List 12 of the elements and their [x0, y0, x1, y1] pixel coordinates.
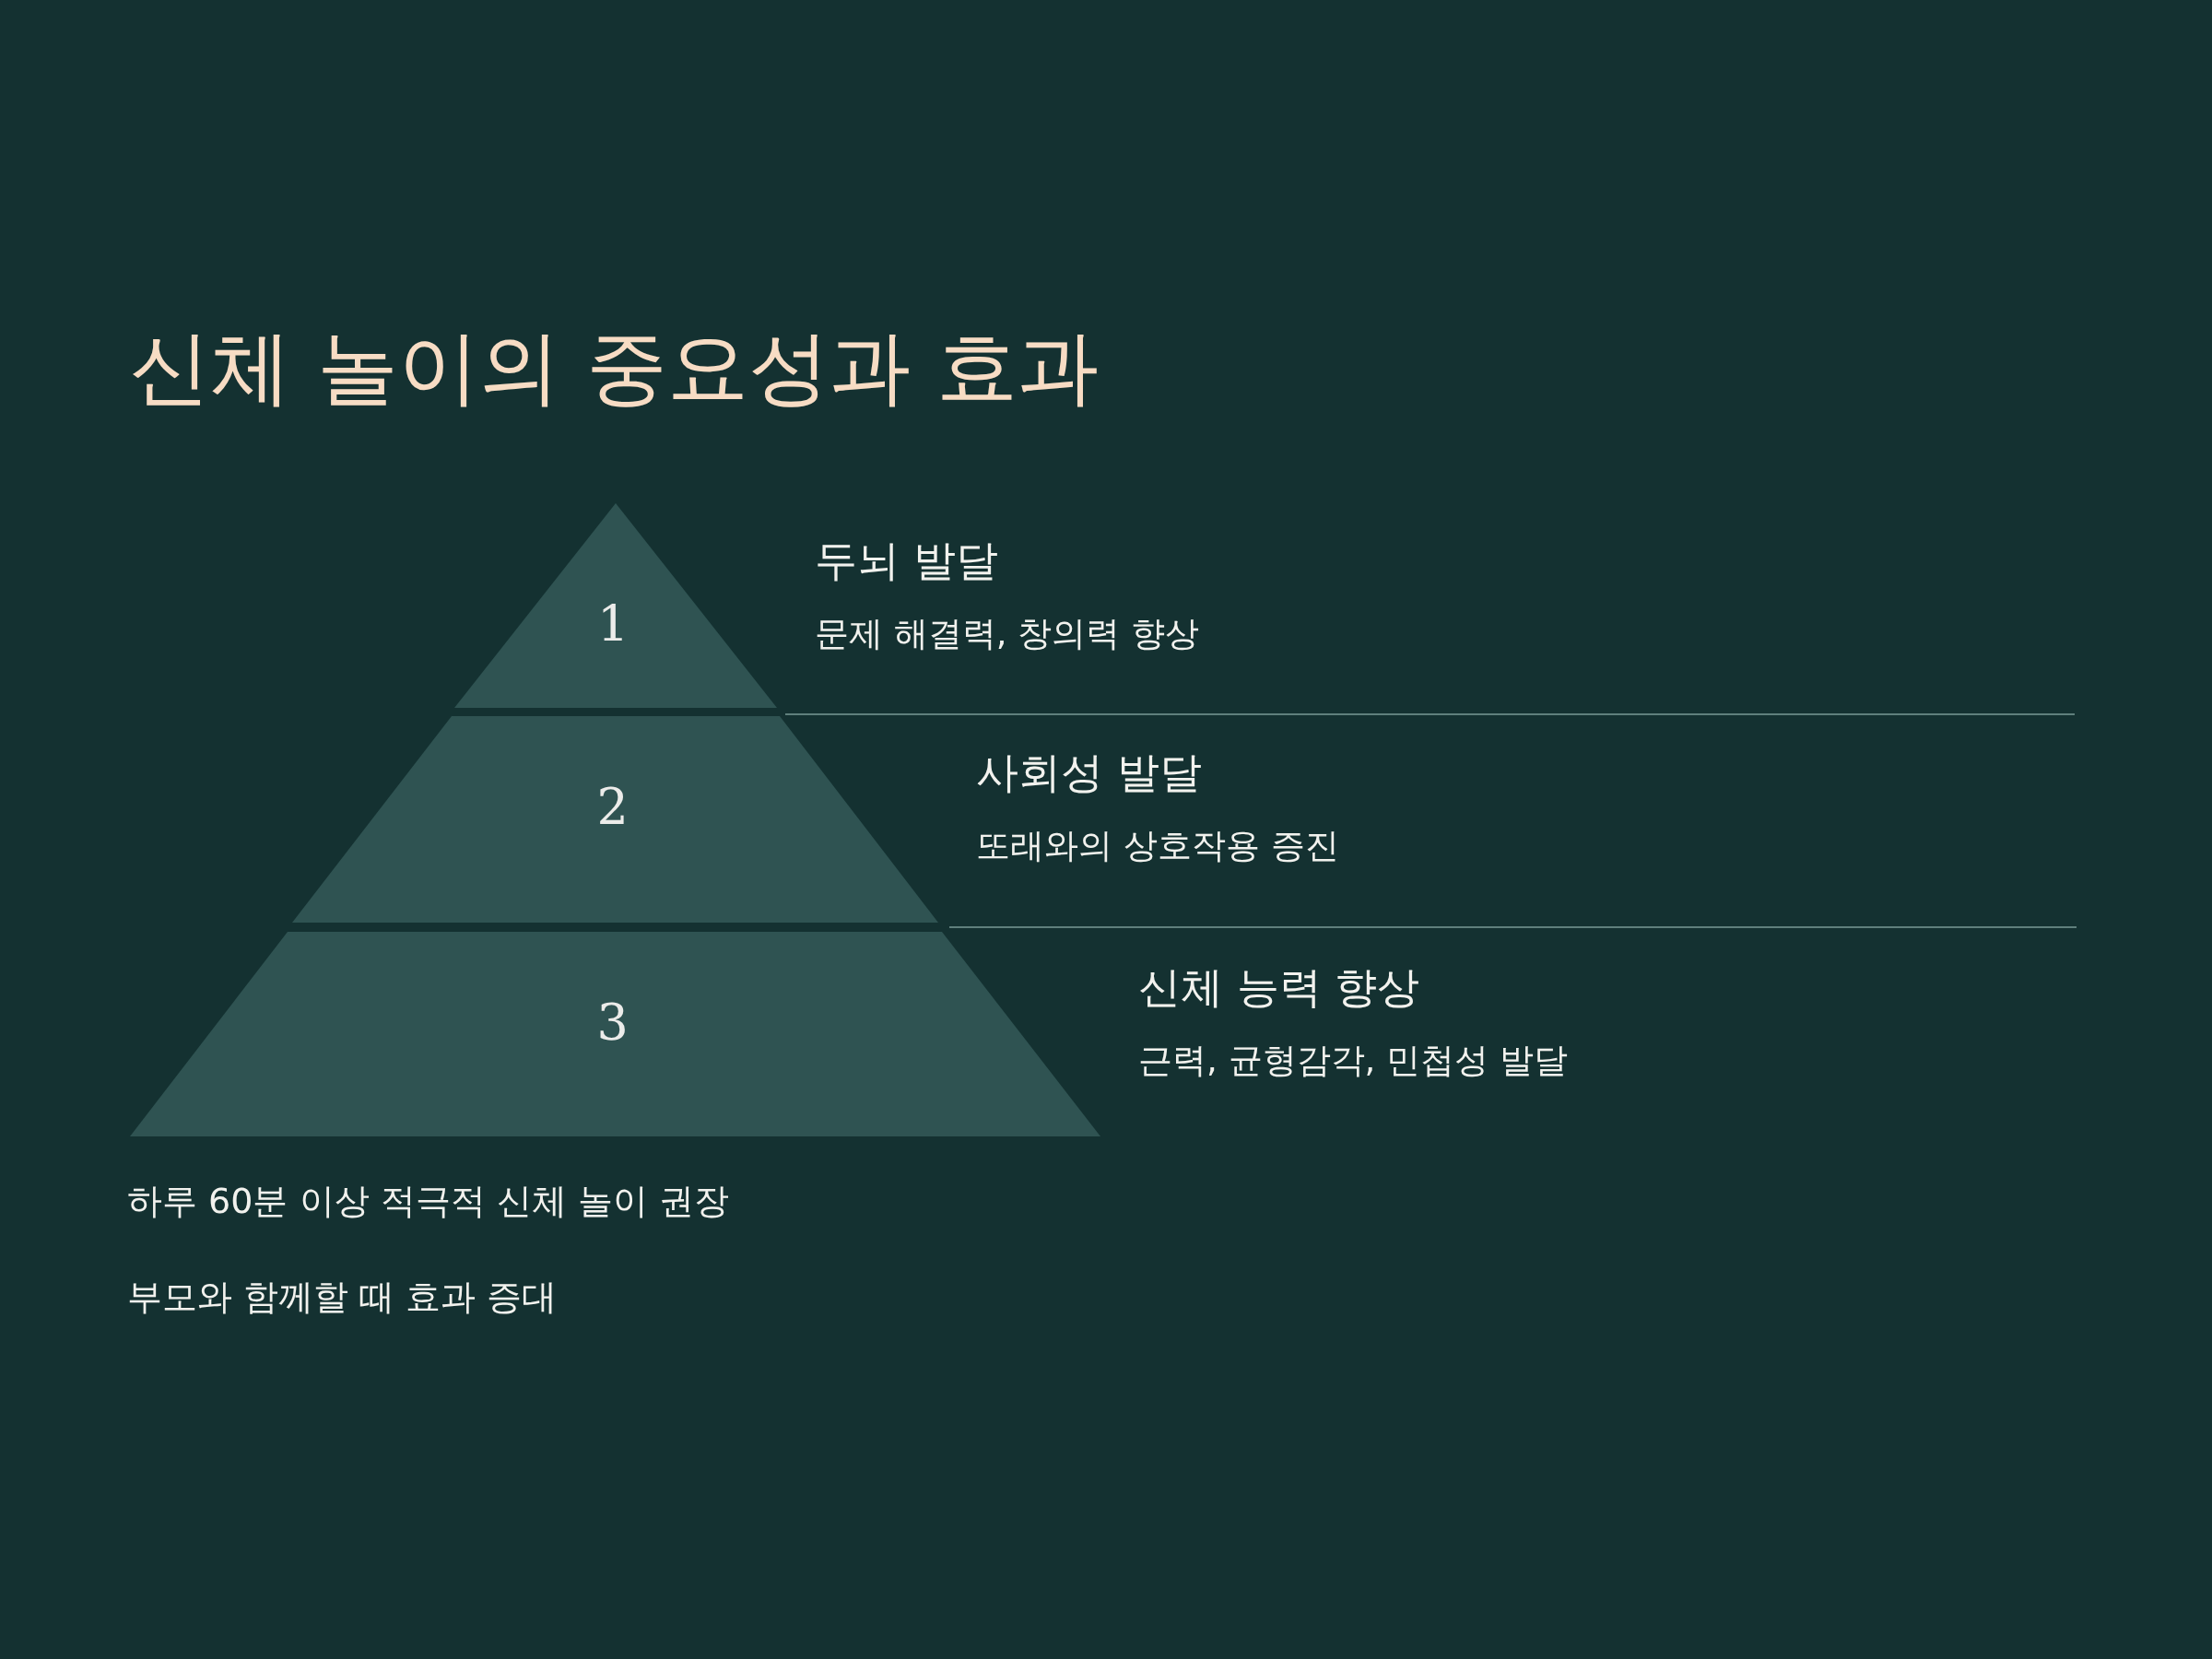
tier-description: 문제 해결력, 창의력 향상 [815, 613, 1200, 655]
note: 하루 60분 이상 적극적 신체 놀이 권장 [127, 1180, 729, 1223]
tier-heading: 사회성 발달 [976, 747, 1202, 799]
title: 신체 놀이의 중요성과 효과 [129, 319, 1099, 417]
tier-heading: 신체 능력 향상 [1138, 961, 1420, 1014]
tier-number: 2 [596, 778, 629, 837]
tier-description: 또래와의 상호작용 증진 [976, 825, 1339, 867]
note: 부모와 함께할 때 효과 증대 [127, 1276, 558, 1319]
tier-number: 1 [597, 594, 629, 653]
tier-number: 3 [596, 993, 629, 1052]
tier-description: 근력, 균형감각, 민첩성 발달 [1138, 1040, 1568, 1082]
tier-heading: 두뇌 발달 [815, 535, 998, 587]
